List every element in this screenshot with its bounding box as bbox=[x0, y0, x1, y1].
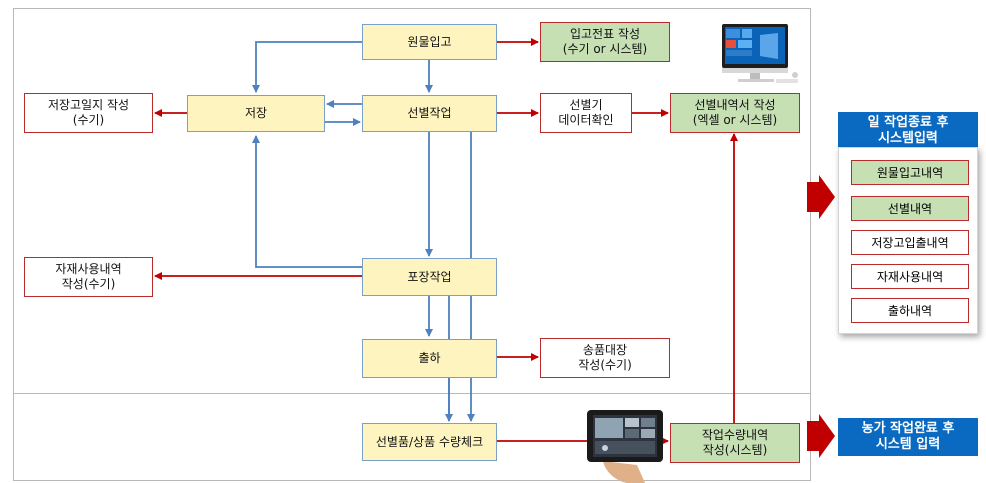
list-item: 저장고입출내역 bbox=[851, 230, 969, 255]
list-item: 원물입고내역 bbox=[851, 160, 969, 185]
tablet-icon bbox=[587, 410, 663, 483]
output-sorting-detail: 선별내역서 작성(엑셀 or 시스템) bbox=[670, 93, 800, 133]
big-arrow-farm bbox=[807, 414, 835, 458]
flow-panel bbox=[13, 8, 811, 481]
node-shipping: 출하 bbox=[362, 339, 497, 378]
node-quantity-check: 선별품/상품 수량체크 bbox=[362, 423, 497, 461]
big-arrow-daily bbox=[807, 175, 835, 219]
arrow-packing-storage bbox=[252, 135, 362, 268]
output-storage-log: 저장고일지 작성(수기) bbox=[24, 93, 153, 133]
daily-panel: 원물입고내역 선별내역 저장고입출내역 자재사용내역 출하내역 bbox=[838, 147, 978, 334]
list-item: 자재사용내역 bbox=[851, 264, 969, 289]
desktop-computer-icon bbox=[722, 24, 798, 83]
node-packing: 포장작업 bbox=[362, 258, 497, 296]
list-item: 출하내역 bbox=[851, 298, 969, 323]
section-divider bbox=[13, 393, 811, 394]
node-receiving: 원물입고 bbox=[362, 24, 497, 60]
node-sorting: 선별작업 bbox=[362, 95, 497, 132]
arrow-receiving-storage bbox=[252, 41, 362, 93]
output-receipt-slip: 입고전표 작성(수기 or 시스템) bbox=[540, 22, 670, 62]
list-item: 선별내역 bbox=[851, 196, 969, 221]
node-storage: 저장 bbox=[187, 95, 325, 132]
